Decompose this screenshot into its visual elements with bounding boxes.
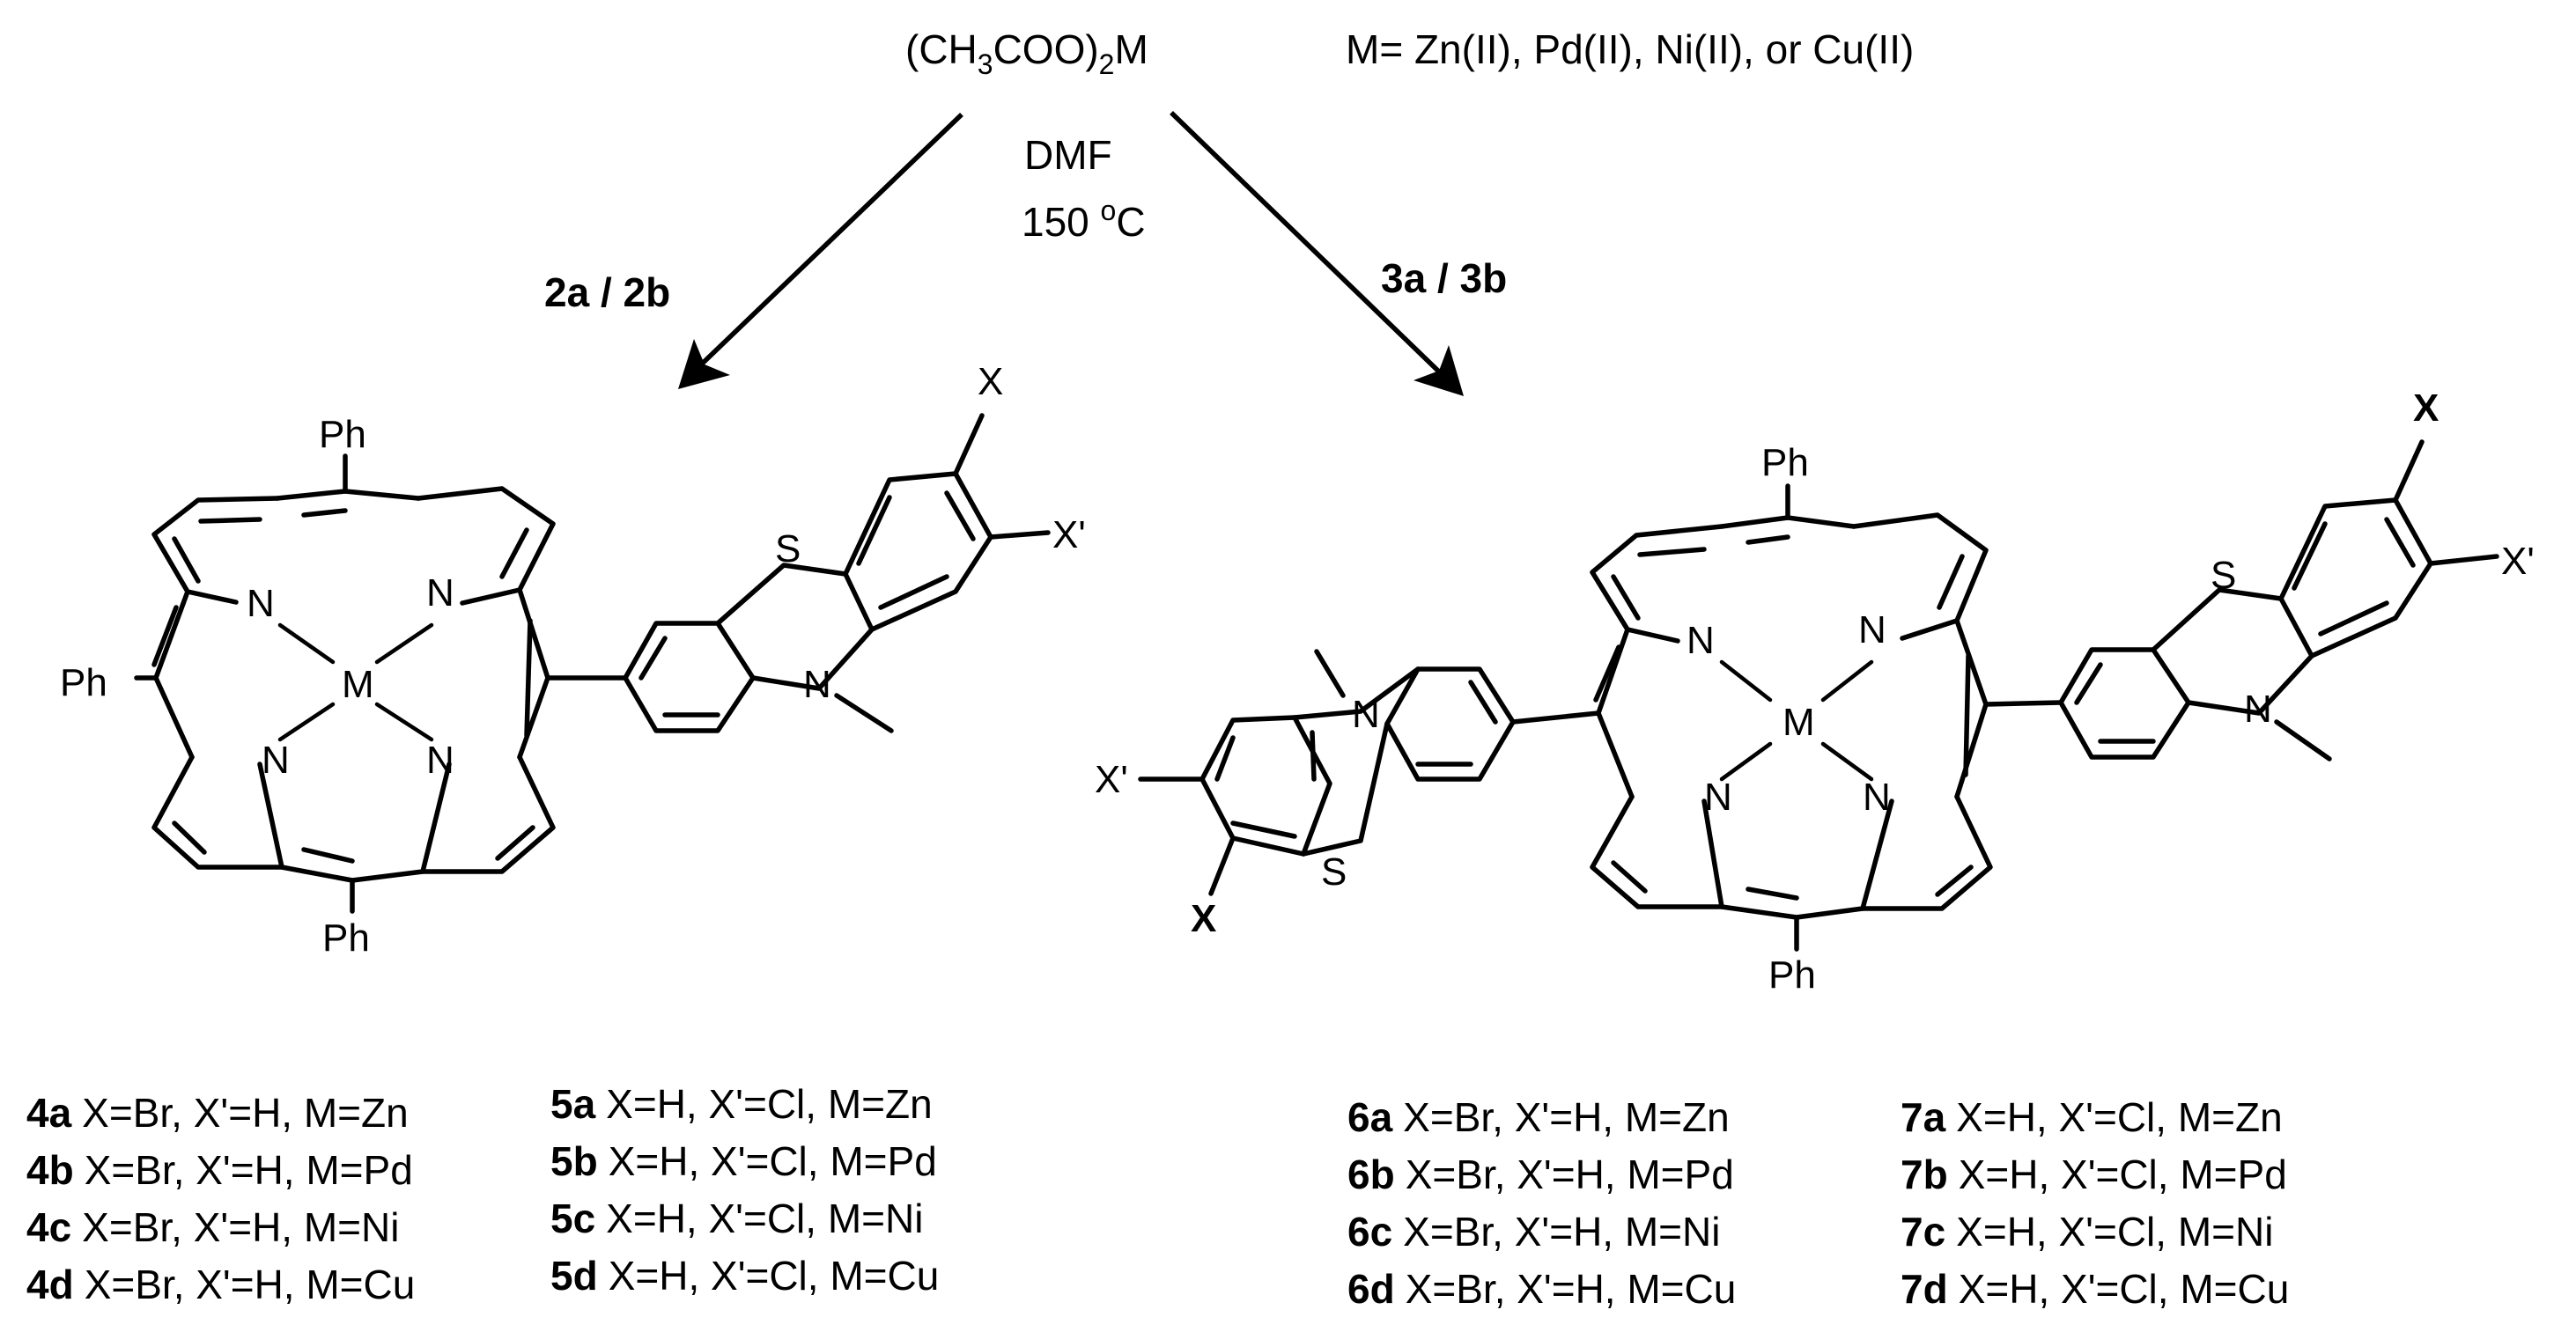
left-n-br: N [426,739,454,782]
svg-text:7bX=H, X'=Cl, M=Pd: 7bX=H, X'=Cl, M=Pd [1901,1152,2287,1197]
right-ph-top: Ph [1761,441,1809,484]
left-s: S [775,527,801,570]
left-n-bl: N [262,739,290,782]
left-ph-left: Ph [60,661,107,704]
temperature-label: 150 oC [1022,195,1146,245]
svg-text:5dX=H, X'=Cl, M=Cu: 5dX=H, X'=Cl, M=Cu [550,1253,939,1299]
left-metal: M [342,663,374,706]
svg-text:4aX=Br, X'=H, M=Zn: 4aX=Br, X'=H, M=Zn [26,1090,409,1136]
right-n-tr: N [1858,608,1886,651]
right-s: S [2211,554,2236,597]
svg-text:5cX=H, X'=Cl, M=Ni: 5cX=H, X'=Cl, M=Ni [550,1196,923,1241]
svg-text:5bX=H, X'=Cl, M=Pd: 5bX=H, X'=Cl, M=Pd [550,1138,937,1184]
solvent-label: DMF [1024,132,1112,178]
left-n-ptz: N [803,663,831,706]
metal-definition: M= Zn(II), Pd(II), Ni(II), or Cu(II) [1346,26,1914,72]
left-n-tr: N [426,571,454,614]
left-ph-top: Ph [319,413,366,456]
product-6-7-structure [1138,439,2499,952]
svg-text:4dX=Br, X'=H, M=Cu: 4dX=Br, X'=H, M=Cu [26,1262,415,1307]
svg-text:5aX=H, X'=Cl, M=Zn: 5aX=H, X'=Cl, M=Zn [550,1081,933,1127]
right-ph-bottom: Ph [1768,953,1816,997]
svg-text:7dX=H, X'=Cl, M=Cu: 7dX=H, X'=Cl, M=Cu [1901,1266,2289,1312]
right-n-bl: N [1704,776,1732,819]
left-x: X [978,360,1003,403]
svg-text:6aX=Br, X'=H, M=Zn: 6aX=Br, X'=H, M=Zn [1347,1094,1730,1140]
right-reaction-arrow [1170,111,1464,396]
right2-n-ptz: N [1352,693,1380,736]
svg-text:7aX=H, X'=Cl, M=Zn: 7aX=H, X'=Cl, M=Zn [1901,1094,2283,1140]
right-xprime: X' [2501,540,2535,583]
reagent-formula: (CH3COO)2M [905,26,1148,80]
right2-x: X [1191,897,1216,940]
svg-text:6bX=Br, X'=H, M=Pd: 6bX=Br, X'=H, M=Pd [1347,1152,1734,1197]
right-x: X [2413,386,2439,430]
left-reaction-arrow [678,113,963,389]
right-n-ptz: N [2244,688,2272,731]
svg-text:4bX=Br, X'=H, M=Pd: 4bX=Br, X'=H, M=Pd [26,1147,413,1193]
right-n-br: N [1863,776,1891,819]
svg-text:4cX=Br, X'=H, M=Ni: 4cX=Br, X'=H, M=Ni [26,1204,399,1250]
svg-text:7cX=H, X'=Cl, M=Ni: 7cX=H, X'=Cl, M=Ni [1901,1209,2273,1255]
right-arrow-label: 3a / 3b [1381,255,1507,301]
left-arrow-label: 2a / 2b [544,269,670,315]
left-n-tl: N [247,582,275,625]
left-xprime: X' [1052,513,1086,556]
svg-text:6dX=Br, X'=H, M=Cu: 6dX=Br, X'=H, M=Cu [1347,1266,1736,1312]
left-ph-bottom: Ph [322,916,370,960]
right-metal: M [1783,701,1815,744]
right-n-tl: N [1687,619,1715,662]
right2-xprime: X' [1095,758,1128,801]
product-4-5-structure [134,413,1051,914]
right2-s: S [1321,850,1347,894]
svg-text:6cX=Br, X'=H, M=Ni: 6cX=Br, X'=H, M=Ni [1347,1209,1720,1255]
